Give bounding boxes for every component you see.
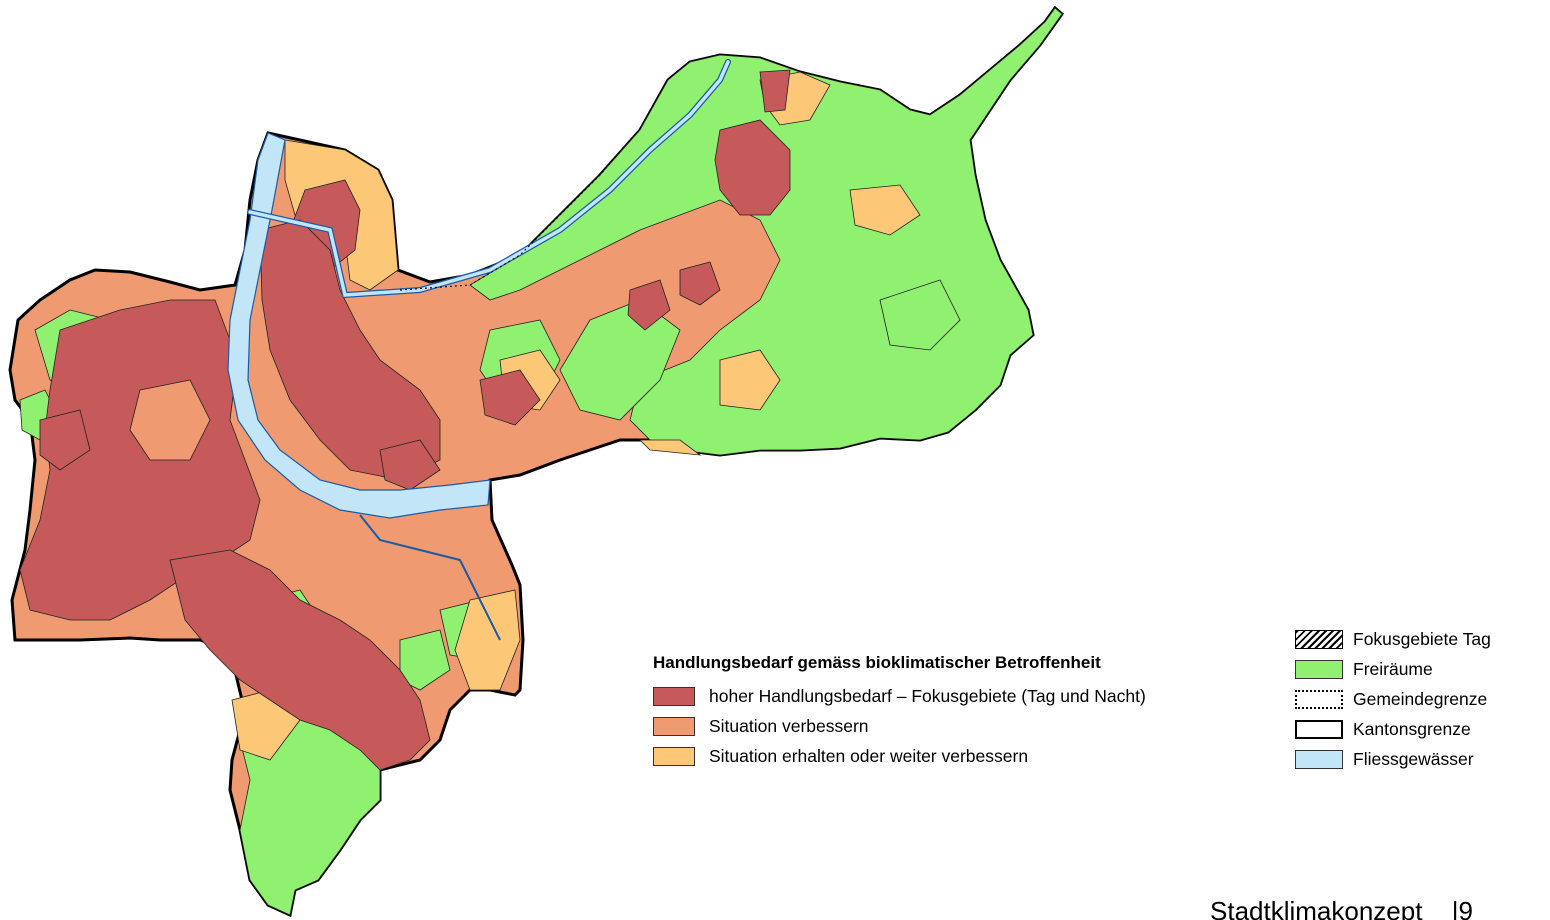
high-need-swatch-icon	[653, 686, 695, 706]
legend-item-maintain: Situation erhalten oder weiter verbesser…	[653, 741, 1283, 771]
page-number: |9	[1451, 896, 1473, 920]
legend-label: Kantonsgrenze	[1353, 718, 1471, 739]
dotted-square-icon	[1295, 689, 1343, 709]
high-need-areas	[19, 69, 791, 771]
maintain-swatch-icon	[653, 746, 695, 766]
legend-item-municipal: Gemeindegrenze	[1295, 684, 1540, 714]
legend-label: Situation erhalten oder weiter verbesser…	[709, 745, 1029, 766]
legend-label: Freiräume	[1353, 658, 1433, 679]
legend-item-water: Fliessgewässer	[1295, 744, 1540, 774]
footer-title: Stadtklimakonzept	[1210, 896, 1423, 920]
blue-square-icon	[1295, 749, 1343, 769]
municipal-boundary	[399, 139, 631, 291]
legend-item-open-space: Freiräume	[1295, 654, 1540, 684]
legend-main: Handlungsbedarf gemäss bioklimatischer B…	[653, 652, 1283, 771]
legend-label: hoher Handlungsbedarf – Fokusgebiete (Ta…	[709, 685, 1146, 706]
hatched-square-icon	[1295, 629, 1343, 649]
legend-item-high-need: hoher Handlungsbedarf – Fokusgebiete (Ta…	[653, 681, 1283, 711]
green-square-icon	[1295, 659, 1343, 679]
legend-label: Gemeindegrenze	[1353, 688, 1488, 709]
river-rhine	[227, 132, 491, 519]
legend-layers: Fokusgebiete Tag Freiräume Gemeindegrenz…	[1295, 624, 1540, 774]
page-footer: Stadtklimakonzept |9	[1210, 896, 1473, 920]
legend-label: Fokusgebiete Tag	[1353, 628, 1491, 649]
legend-title: Handlungsbedarf gemäss bioklimatischer B…	[653, 653, 1101, 672]
legend-item-improve: Situation verbessern	[653, 711, 1283, 741]
bold-outline-square-icon	[1295, 719, 1343, 739]
legend-item-focus-day: Fokusgebiete Tag	[1295, 624, 1540, 654]
improve-swatch-icon	[653, 716, 695, 736]
legend-item-canton: Kantonsgrenze	[1295, 714, 1540, 744]
legend-label: Situation verbessern	[709, 715, 869, 736]
legend-label: Fliessgewässer	[1353, 748, 1474, 769]
stream-birsig	[359, 514, 501, 641]
